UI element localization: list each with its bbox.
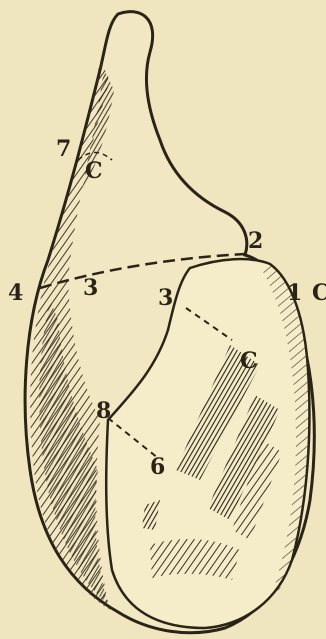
label-c1: C — [240, 348, 258, 374]
label-3b: 3 — [158, 285, 173, 311]
label-c3: C — [85, 158, 103, 184]
label-c2: C — [312, 280, 326, 306]
label-8: 8 — [96, 398, 111, 424]
label-2: 2 — [248, 228, 263, 254]
label-7: 7 — [56, 136, 71, 162]
marbling-4 — [150, 539, 240, 580]
label-1: 1 — [287, 280, 302, 306]
label-4: 4 — [8, 280, 23, 306]
label-3a: 3 — [83, 275, 98, 301]
label-6: 6 — [150, 454, 165, 480]
